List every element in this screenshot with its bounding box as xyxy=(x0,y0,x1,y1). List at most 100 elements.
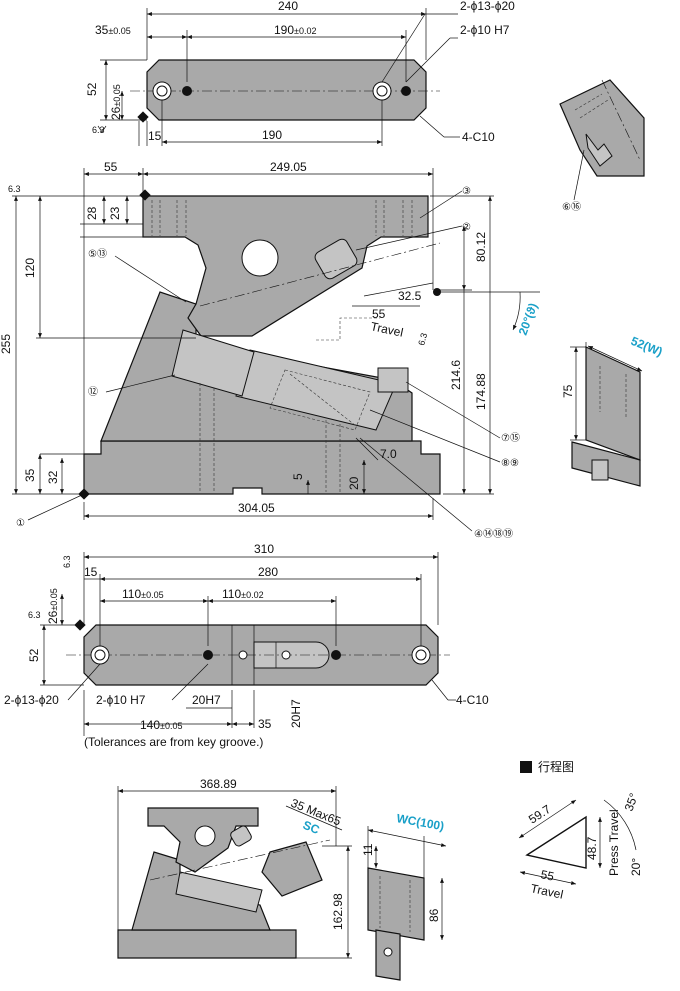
holder-hole xyxy=(241,239,279,277)
chamfer-base: 4-C10 xyxy=(456,693,489,707)
angle-35: 35° xyxy=(622,791,641,813)
balloon-1: ① xyxy=(16,518,25,529)
dim-52-base: 52 xyxy=(27,648,41,662)
balloon-4-14-18-19: ④⑭⑱⑲ xyxy=(474,528,513,540)
press-travel: Press Travel xyxy=(607,809,621,876)
dim-80: 80.12 xyxy=(474,232,488,262)
wc-view: WC(100) 11 86 xyxy=(361,811,447,981)
dim-190-top: 190±0.02 xyxy=(274,23,317,37)
asm-hole xyxy=(194,825,216,847)
assembly-view: 368.89 35 Max65 SC 162.98 xyxy=(117,777,352,959)
dim-255: 255 xyxy=(0,334,13,354)
roughness-base: 6.3 xyxy=(62,555,72,568)
top-plate xyxy=(146,59,427,121)
side-block xyxy=(585,346,641,461)
base-hole-left-inner xyxy=(94,649,106,661)
front-view: 55 249.05 28 23 120 255 6.3 35 32 5 20 7… xyxy=(0,160,540,540)
dim-15-top: 15 xyxy=(148,129,162,143)
pin-left xyxy=(182,86,192,96)
tolerance-note: (Tolerances are from key groove.) xyxy=(84,735,263,749)
pin-right xyxy=(401,86,411,96)
base-small-hole-1 xyxy=(238,650,248,660)
dim-280: 280 xyxy=(258,565,278,579)
dim-32-5: 32.5 xyxy=(398,289,422,303)
dim-11: 11 xyxy=(361,843,375,856)
dim-52-top: 52 xyxy=(85,82,99,96)
width-52: 52(W) xyxy=(629,334,665,359)
asm-slider xyxy=(261,841,323,897)
dim-15-base: 15 xyxy=(84,565,98,579)
base-pin-left xyxy=(203,650,213,660)
hole-left-inner xyxy=(156,85,168,97)
asm-roller xyxy=(230,825,252,847)
front-roller-block xyxy=(314,238,358,280)
dim-20-front: 20 xyxy=(347,476,361,490)
side-detail: ⑥⑯ xyxy=(559,79,645,213)
detail-block xyxy=(559,79,645,177)
wc-block xyxy=(367,867,425,941)
legend-square xyxy=(520,761,532,773)
dim-55-travel: 55 xyxy=(372,307,386,321)
base-pin-right xyxy=(331,650,341,660)
key-mark xyxy=(137,111,149,123)
dim-310: 310 xyxy=(254,542,274,556)
base-hole-spec: 2-ϕ13-ϕ20 xyxy=(4,693,59,707)
dim-368: 368.89 xyxy=(200,777,237,791)
dim-140: 140±0.05 xyxy=(140,718,183,732)
travel-chart: Travel xyxy=(529,881,564,902)
dim-174: 174.88 xyxy=(474,373,488,410)
balloon-5-13: ⑤⑬ xyxy=(88,248,107,260)
side-view: 52(W) 75 xyxy=(561,334,665,487)
dim-110-a: 110±0.05 xyxy=(122,587,164,601)
dim-249: 249.05 xyxy=(270,160,307,174)
dim-35-base: 35 xyxy=(258,717,272,731)
dim-120: 120 xyxy=(23,258,37,278)
dim-55-front: 55 xyxy=(104,160,118,174)
balloon-6-16: ⑥⑯ xyxy=(562,201,581,213)
dim-162: 162.98 xyxy=(331,893,345,930)
base-small-hole-2 xyxy=(281,650,291,660)
roughness-top: 6.3 xyxy=(92,125,105,135)
dim-26-base: 26±0.05 xyxy=(46,588,60,624)
dim-190-bottom: 190 xyxy=(262,128,282,142)
dim-35: 35±0.05 xyxy=(95,23,131,37)
dim-5: 5 xyxy=(291,473,305,480)
hole-spec-a: 2-ϕ13-ϕ20 xyxy=(460,0,515,13)
stroke-chart: 行程图 59.7 48.7 Press Travel 35° 20° 55 Tr… xyxy=(518,759,643,902)
side-pin xyxy=(591,459,609,481)
dim-214: 214.6 xyxy=(449,360,463,390)
angle-20-chart: 20° xyxy=(629,858,643,876)
balloon-3: ③ xyxy=(462,186,471,197)
balloon-7-15: ⑦⑮ xyxy=(501,432,520,444)
dim-wc: WC(100) xyxy=(395,811,445,833)
dim-28: 28 xyxy=(85,206,99,220)
dim-35-front: 35 xyxy=(23,468,37,482)
dim-20h7-a: 20H7 xyxy=(192,693,221,707)
front-return-block xyxy=(377,367,409,393)
front-cam xyxy=(171,329,255,397)
top-view: 240 35±0.05 190±0.02 2-ϕ13-ϕ20 2-ϕ10 H7 … xyxy=(85,0,515,146)
roughness-front: 6.3 xyxy=(8,184,21,194)
dim-20h7-b: 20H7 xyxy=(289,699,303,728)
dim-48-7: 48.7 xyxy=(585,836,599,860)
dim-sc: SC xyxy=(301,818,322,837)
dim-110-b: 110±0.02 xyxy=(222,587,264,601)
dim-304: 304.05 xyxy=(238,501,275,515)
dim-32-front: 32 xyxy=(46,470,60,484)
dim-23: 23 xyxy=(108,206,122,220)
roughness-base-2: 6.3 xyxy=(28,610,41,620)
dim-59-7: 59.7 xyxy=(526,802,553,827)
dim-26-top: 26±0.05 xyxy=(109,84,123,120)
balloon-2: ② xyxy=(462,222,471,233)
dim-55-chart: 55 xyxy=(539,867,555,884)
dim-240: 240 xyxy=(278,0,298,13)
detail-pin xyxy=(585,133,613,167)
base-pin-spec: 2-ϕ10 H7 xyxy=(96,693,146,707)
base-view: 310 15 280 110±0.05 110±0.02 6.3 6.3 52 … xyxy=(4,542,489,749)
dim-7: 7.0 xyxy=(380,447,397,461)
stroke-title: 行程图 xyxy=(538,759,574,774)
asm-base xyxy=(117,929,297,959)
hole-right-inner xyxy=(376,85,388,97)
balloon-12: ⑫ xyxy=(88,386,98,398)
dim-75: 75 xyxy=(561,384,575,398)
